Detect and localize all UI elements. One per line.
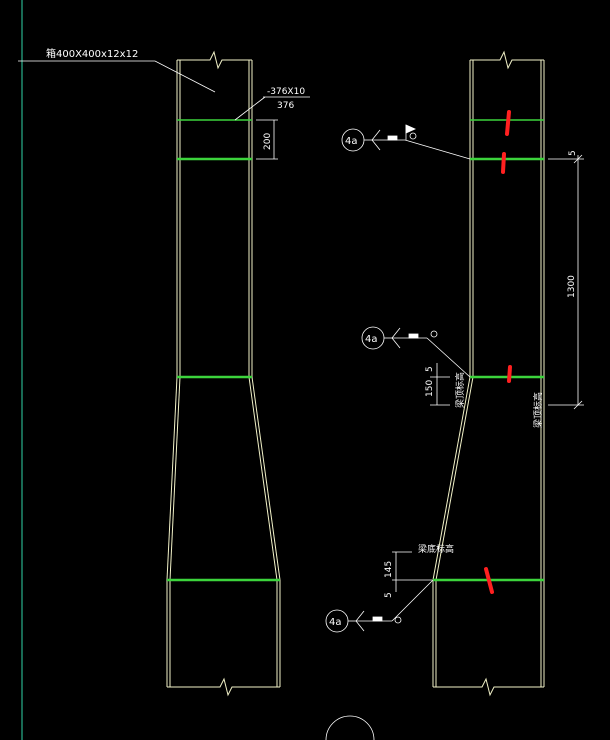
section-callout: 箱400X400x12x12 xyxy=(18,47,216,93)
bottom-partial-circle xyxy=(325,715,375,740)
dim-145: 145 5 xyxy=(384,551,432,598)
right-top-break-line xyxy=(470,50,544,70)
dim-145-label: 145 xyxy=(384,561,394,578)
dim-5-top-label: 5 xyxy=(568,150,578,156)
right-bottom-break-line xyxy=(433,677,544,697)
dim-200: 200 xyxy=(256,119,278,160)
left-column xyxy=(166,50,281,697)
dim-5-bottom-label: 5 xyxy=(384,592,394,598)
plate-width-label: 376 xyxy=(277,101,294,111)
red-markup-1 xyxy=(505,110,511,136)
weld-symbol-1: 4a xyxy=(341,124,471,160)
dim-200-label: 200 xyxy=(263,133,273,150)
dim-150: 5 150 xyxy=(425,363,450,406)
dim-150-label: 150 xyxy=(425,380,435,397)
right-column-plates xyxy=(433,119,544,582)
left-top-break-line xyxy=(177,50,252,70)
svg-text:4a: 4a xyxy=(345,136,358,147)
left-column-plates xyxy=(167,119,280,582)
red-markup-3 xyxy=(507,365,512,383)
weld-symbol-3: 4a xyxy=(325,579,434,633)
right-column xyxy=(432,50,545,697)
red-markup-4 xyxy=(484,567,494,594)
beam-bottom-label: 梁底标高 xyxy=(418,543,454,555)
red-markups xyxy=(484,110,512,594)
left-bottom-break-line xyxy=(167,677,280,697)
dim-1300-label: 1300 xyxy=(567,275,577,298)
dim-5-mid-label: 5 xyxy=(425,366,435,372)
svg-text:4a: 4a xyxy=(329,617,342,628)
section-label: 箱400X400x12x12 xyxy=(46,47,138,60)
svg-text:4a: 4a xyxy=(365,334,378,345)
weld-symbol-2: 4a xyxy=(361,326,471,378)
dim-right-vertical: 5 1300 xyxy=(548,150,584,410)
plate-callout: -376X10 376 xyxy=(234,87,310,121)
plate-size-label: -376X10 xyxy=(267,87,305,97)
beam-top-label-a: 梁顶标高 xyxy=(454,372,466,408)
red-markup-2 xyxy=(501,152,506,174)
beam-top-label-b: 梁顶标高 xyxy=(532,392,544,428)
